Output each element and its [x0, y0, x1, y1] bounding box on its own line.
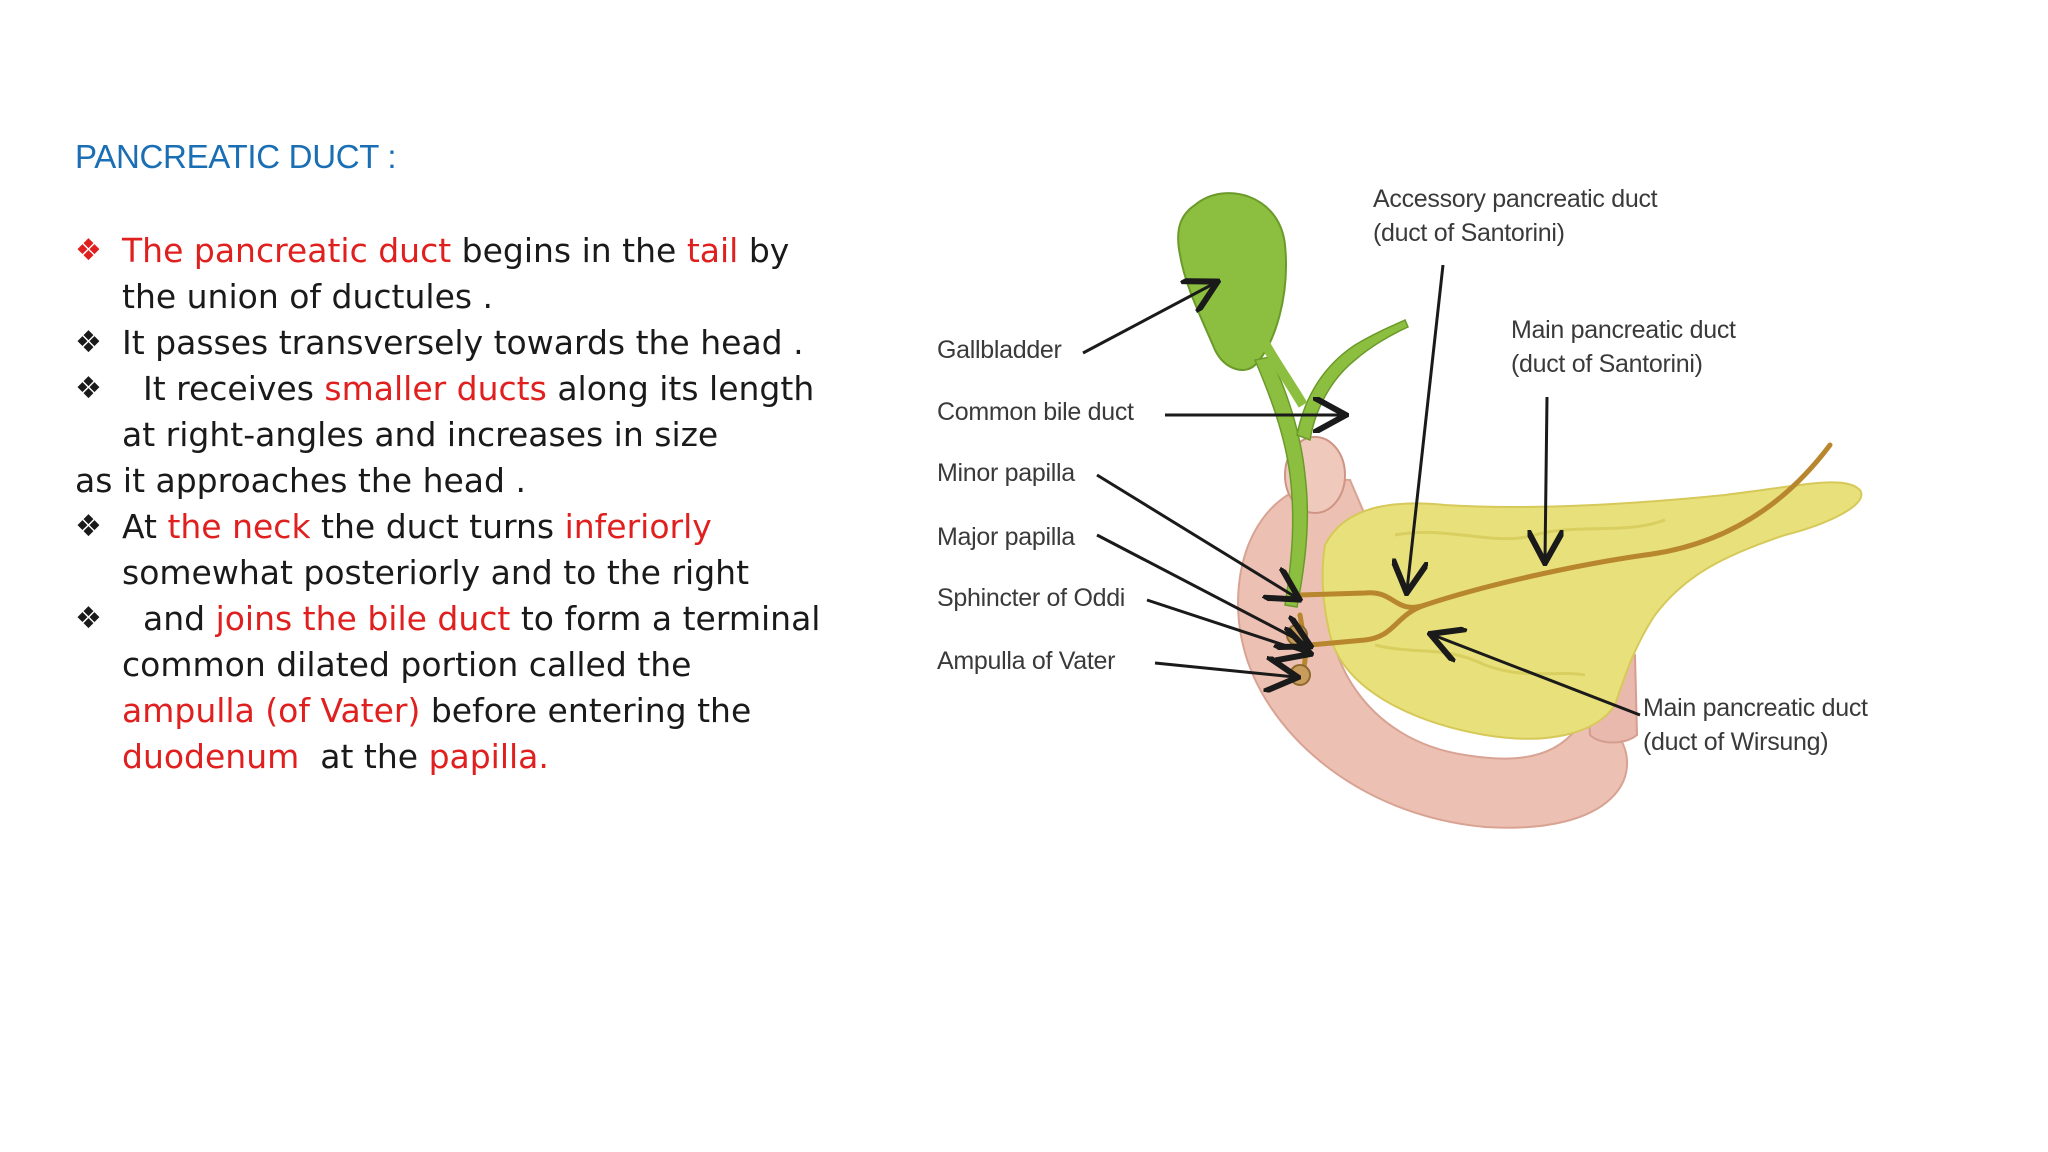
- bullet-line: somewhat posteriorly and to the right: [75, 550, 835, 596]
- body-text: at the: [299, 737, 429, 776]
- highlight-text: tail: [686, 231, 739, 270]
- body-text: the union of ductules .: [122, 277, 494, 316]
- diagram-svg: Accessory pancreatic duct (duct of Santo…: [937, 185, 1868, 829]
- bullet-line: common dilated portion called the: [75, 642, 835, 688]
- label-sphincter-of-oddi: Sphincter of Oddi: [937, 584, 1125, 612]
- bullet-line: the union of ductules .: [75, 274, 835, 320]
- bullet-line: ❖ It passes transversely towards the head…: [75, 320, 835, 366]
- bullet-line: ❖ and joins the bile duct to form a term…: [75, 596, 835, 642]
- slide-title: PANCREATIC DUCT :: [75, 138, 397, 175]
- highlight-text: papilla.: [428, 737, 549, 776]
- bullet-icon: ❖: [75, 509, 102, 544]
- body-text: by: [738, 231, 790, 270]
- bullet-line: ❖The pancreatic duct begins in the tail …: [75, 228, 835, 274]
- body-text: It passes transversely towards the head …: [122, 323, 804, 362]
- label-main-duct-top: Main pancreatic duct: [1511, 316, 1736, 344]
- highlight-text: inferiorly: [564, 507, 712, 546]
- body-text: and: [122, 599, 216, 638]
- label-accessory-duct-sub: (duct of Santorini): [1373, 219, 1565, 247]
- body-text: the duct turns: [310, 507, 565, 546]
- bullet-line: at right-angles and increases in size: [75, 412, 835, 458]
- label-accessory-duct: Accessory pancreatic duct: [1373, 185, 1658, 213]
- label-ampulla-of-vater: Ampulla of Vater: [937, 647, 1115, 675]
- bullet-icon: ❖: [75, 325, 102, 360]
- label-gallbladder: Gallbladder: [937, 336, 1062, 364]
- label-main-duct-top-sub: (duct of Santorini): [1511, 350, 1703, 378]
- bullet-icon: ❖: [75, 601, 102, 636]
- body-text: It receives: [122, 369, 325, 408]
- highlight-text: smaller ducts: [324, 369, 547, 408]
- label-main-duct-bottom: Main pancreatic duct: [1643, 694, 1868, 722]
- body-text: as it approaches the head .: [75, 461, 526, 500]
- label-minor-papilla: Minor papilla: [937, 459, 1075, 487]
- label-major-papilla: Major papilla: [937, 523, 1075, 551]
- bullet-list: ❖The pancreatic duct begins in the tail …: [75, 228, 835, 780]
- bullet-icon: ❖: [75, 371, 102, 406]
- highlight-text: The pancreatic duct: [122, 231, 452, 270]
- label-main-duct-bottom-sub: (duct of Wirsung): [1643, 728, 1828, 756]
- body-text: At: [122, 507, 168, 546]
- pointer-arrows: [1082, 264, 1641, 717]
- label-common-bile-duct: Common bile duct: [937, 398, 1134, 426]
- bullet-line: as it approaches the head .: [75, 458, 835, 504]
- diagram-labels: Accessory pancreatic duct (duct of Santo…: [937, 185, 1868, 756]
- bullet-line: ampulla (of Vater) before entering the: [75, 688, 835, 734]
- body-text: along its length: [546, 369, 815, 408]
- body-text: common dilated portion called the: [122, 645, 692, 684]
- highlight-text: ampulla (of Vater): [122, 691, 421, 730]
- pancreas-duct-diagram: Accessory pancreatic duct (duct of Santo…: [925, 175, 1885, 855]
- bullet-icon: ❖: [75, 233, 102, 268]
- bullet-line: ❖ At the neck the duct turns inferiorly: [75, 504, 835, 550]
- bullet-line: duodenum at the papilla.: [75, 734, 835, 780]
- body-text: begins in the: [451, 231, 687, 270]
- gallbladder-organ: [1177, 192, 1409, 608]
- body-text: to form a terminal: [510, 599, 821, 638]
- body-text: at right-angles and increases in size: [122, 415, 719, 454]
- highlight-text: the neck: [167, 507, 311, 546]
- bullet-line: ❖ It receives smaller ducts along its le…: [75, 366, 835, 412]
- highlight-text: joins the bile duct: [215, 599, 511, 638]
- body-text: somewhat posteriorly and to the right: [122, 553, 750, 592]
- body-text: before entering the: [420, 691, 752, 730]
- highlight-text: duodenum: [122, 737, 300, 776]
